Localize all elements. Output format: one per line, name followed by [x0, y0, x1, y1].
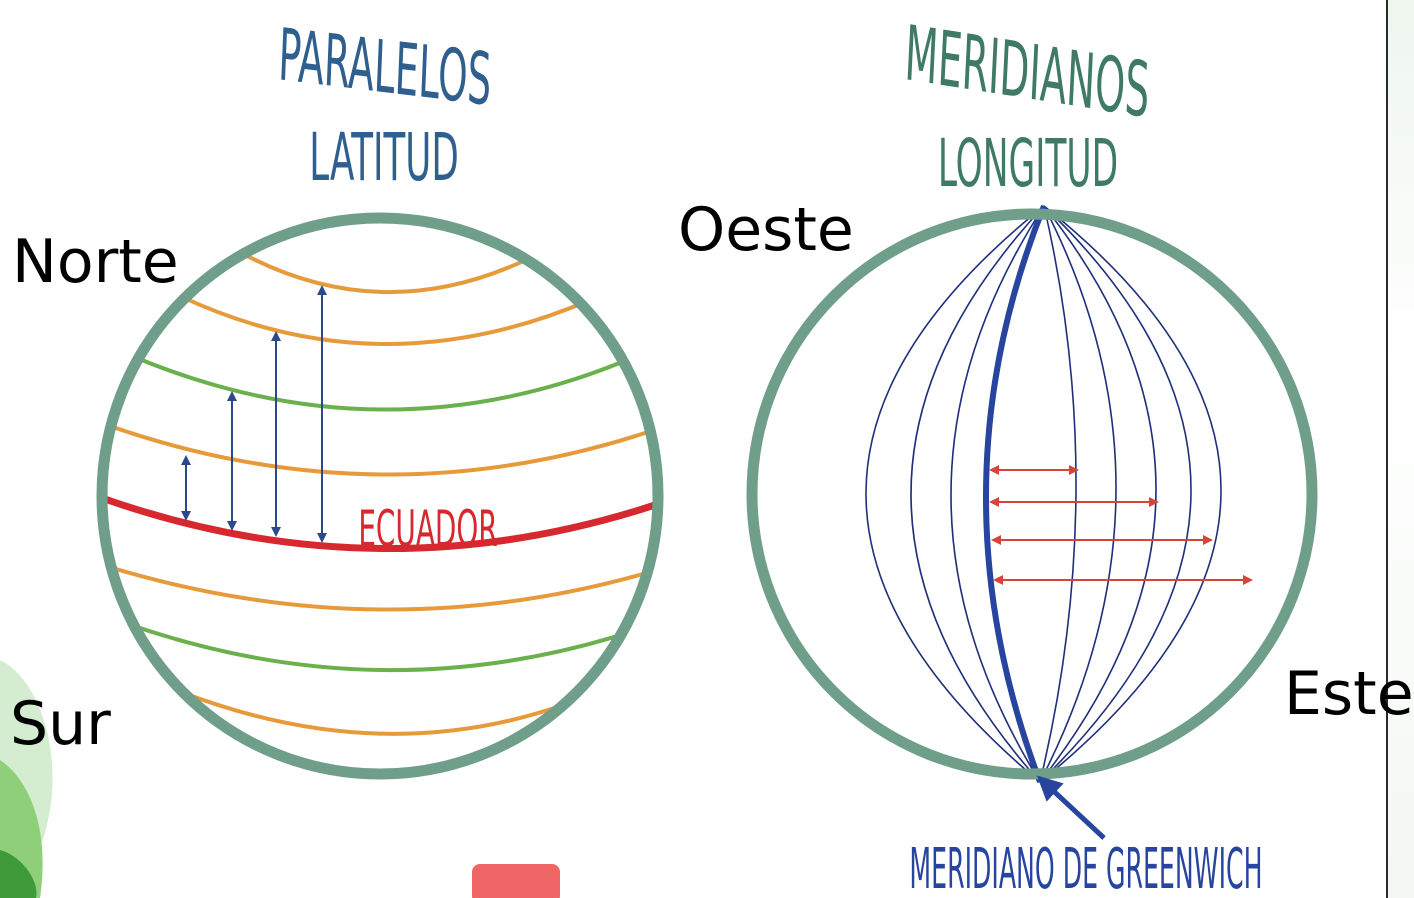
latitude-arrows	[181, 285, 327, 543]
right-globe-outline	[746, 208, 1318, 780]
greenwich-label: MERIDIANO DE GREENWICH	[909, 837, 1262, 898]
meridian-line-4	[1039, 205, 1077, 783]
parallel-south-2-green	[133, 624, 625, 673]
footer-app-badge	[472, 864, 560, 898]
meridian-line-5	[1039, 205, 1117, 783]
parallel-north-4	[109, 424, 649, 477]
sur-label: Sur	[10, 689, 111, 759]
latitud-subtitle: LATITUD	[309, 118, 459, 196]
longitude-arrows	[989, 465, 1253, 585]
parallel-south-1	[105, 564, 651, 612]
meridian-line-8	[1039, 205, 1222, 783]
longitud-subtitle: LONGITUD	[938, 125, 1118, 202]
meridian-line-2	[910, 205, 1045, 783]
parallel-north-1	[235, 248, 531, 294]
meridianos-title: MERIDIANOS	[903, 9, 1152, 136]
parallel-north-3-green	[131, 354, 623, 412]
equator-label: ECUADOR	[358, 499, 497, 558]
parallel-north-2	[179, 294, 591, 346]
oeste-label: Oeste	[678, 195, 854, 265]
meridian-line-6	[1039, 205, 1157, 783]
greenwich-pointer-arrow	[1036, 775, 1106, 840]
este-label: Este	[1284, 659, 1414, 729]
latitude-lines	[105, 248, 651, 736]
equator-line	[100, 494, 660, 553]
meridian-line-3	[950, 205, 1045, 783]
paralelos-title: PARALELOS	[277, 12, 493, 122]
left-globe-outline	[96, 212, 664, 780]
leaf-decoration	[0, 660, 53, 898]
meridian-line-7	[1039, 205, 1192, 783]
right-globe: MERIDIANOS LONGITUD MERIDIANO DE GREENWI…	[746, 9, 1318, 898]
right-margin-strip	[1388, 0, 1414, 898]
right-border-line	[1386, 0, 1388, 898]
greenwich-meridian	[983, 204, 1047, 784]
norte-label: Norte	[12, 227, 179, 297]
left-globe: ECUADOR PARALELOS LATITUD	[96, 12, 664, 780]
parallel-south-3	[175, 688, 567, 736]
meridian-lines	[865, 205, 1222, 783]
meridian-line-1	[865, 205, 1045, 783]
